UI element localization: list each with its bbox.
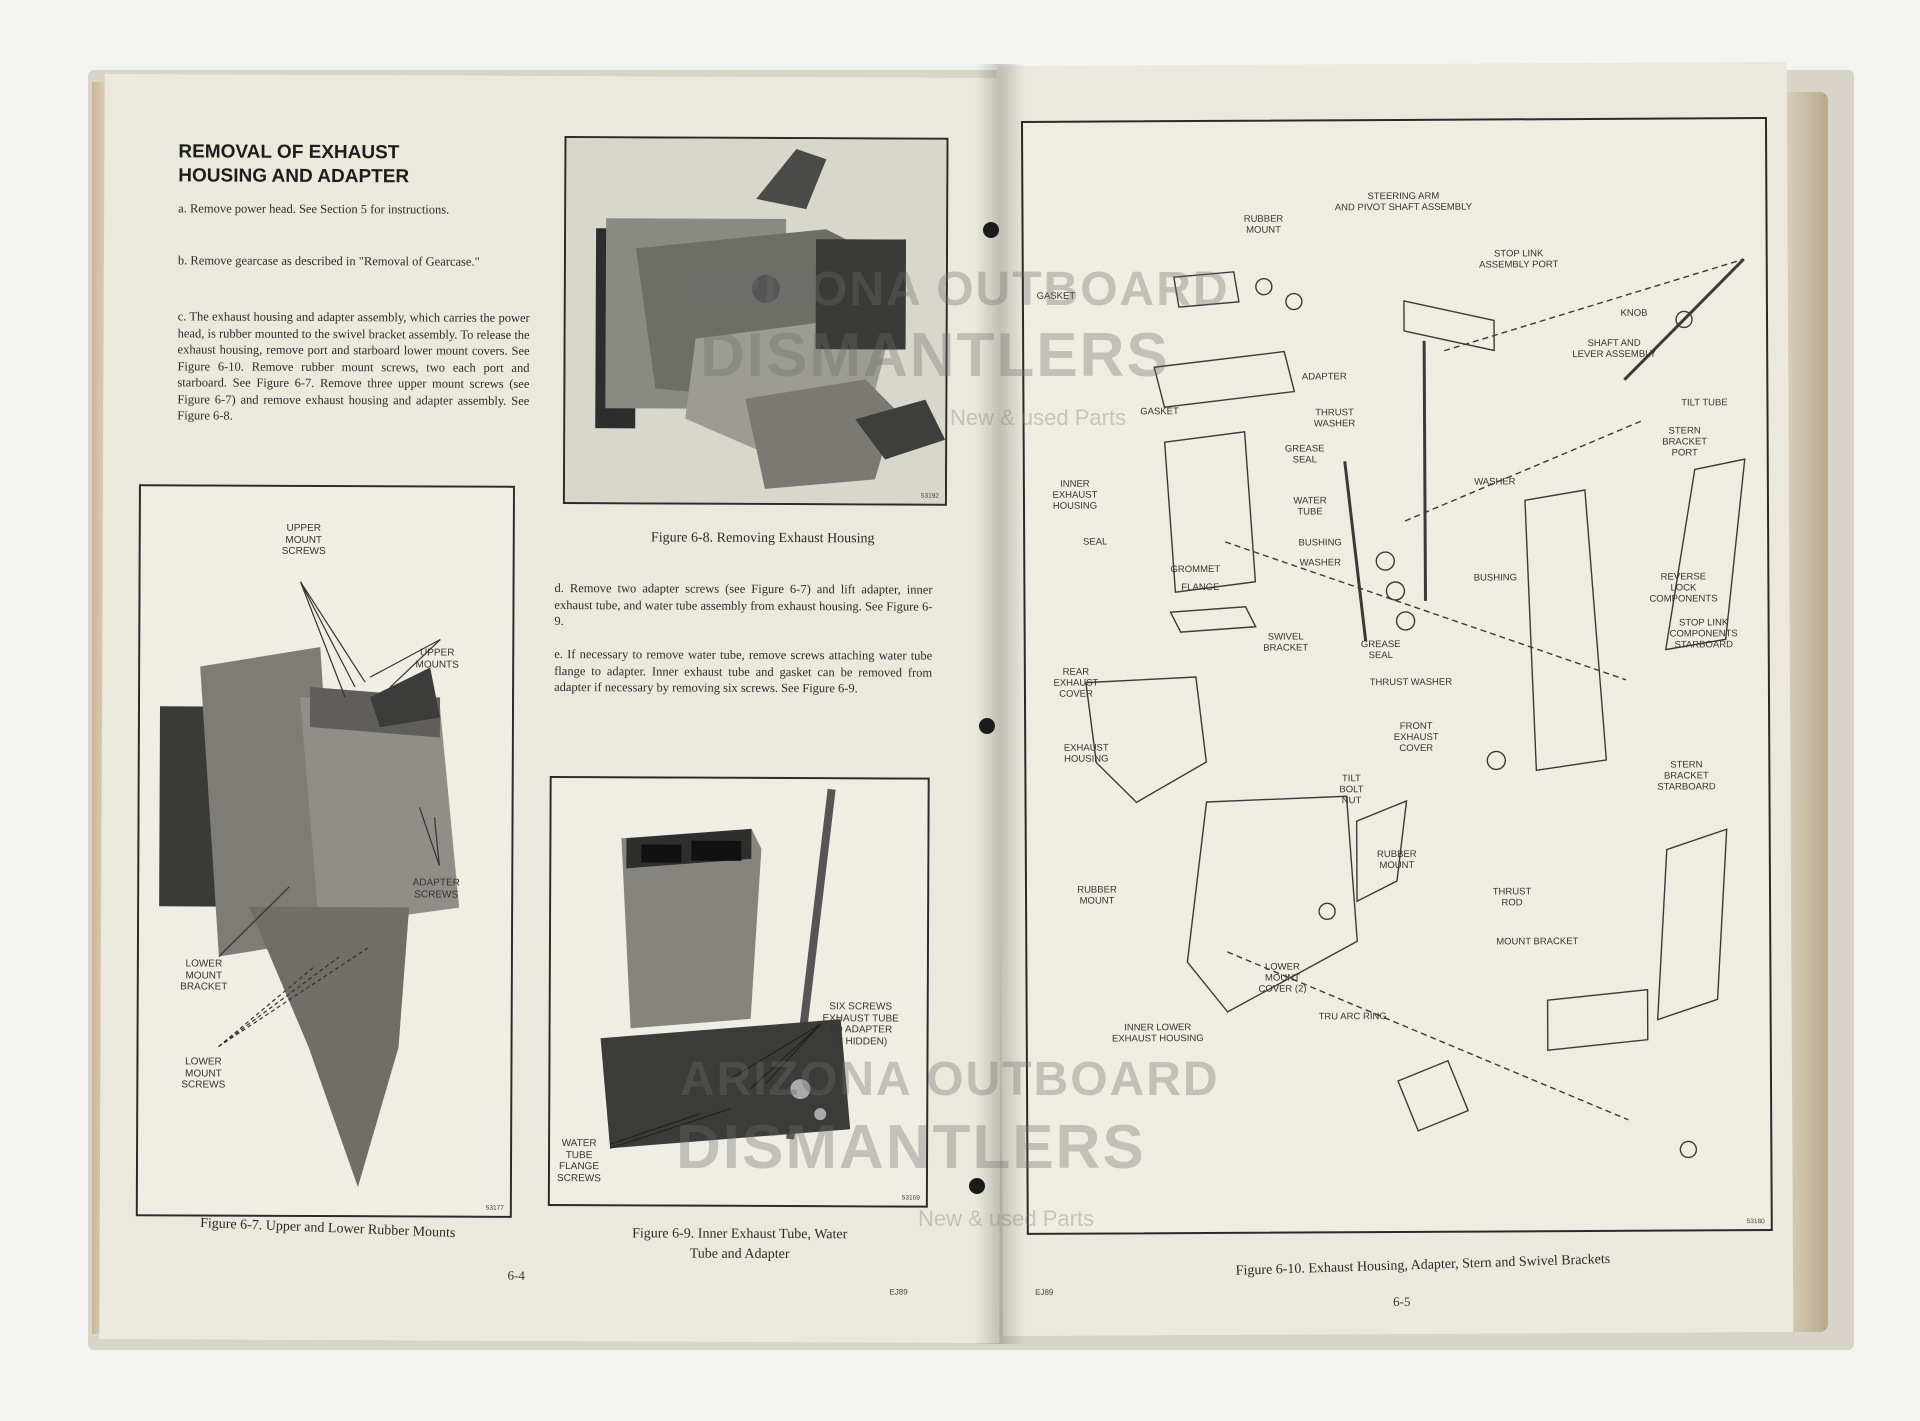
label-rubber-mount-mid: RUBBER MOUNT — [1376, 848, 1417, 872]
label-stop-link-port: STOP LINK ASSEMBLY PORT — [1479, 248, 1559, 271]
figure-6-8-caption: Figure 6-8. Removing Exhaust Housing — [650, 530, 875, 547]
exhaust-housing-removal-photo — [564, 138, 947, 504]
page-number-left: 6-4 — [507, 1267, 525, 1283]
label-inner-lower-exhaust: INNER LOWER EXHAUST HOUSING — [1111, 1022, 1204, 1045]
figure-6-8-photo: 53192 — [562, 136, 949, 506]
label-gasket-mid: GASKET — [1140, 406, 1179, 418]
callout-upper-mounts: UPPER MOUNTS — [415, 647, 459, 671]
label-seal: SEAL — [1082, 536, 1108, 548]
figure-6-10-caption: Figure 6-10. Exhaust Housing, Adapter, S… — [1235, 1251, 1611, 1279]
label-lower-mount-cover: LOWER MOUNT COVER (2) — [1258, 961, 1307, 995]
paragraph-a: a. Remove power head. See Section 5 for … — [178, 201, 450, 217]
watermark-top-line2: DISMANTLERS — [700, 321, 1170, 390]
figure-6-7-photo: UPPER MOUNT SCREWS UPPER MOUNTS ADAPTER … — [135, 484, 515, 1218]
label-water-tube: WATER TUBE — [1293, 495, 1327, 518]
watermark-top-line1: ARIZONA OUTBOARD — [690, 263, 1230, 316]
label-bushing-b: BUSHING — [1473, 572, 1518, 584]
label-knob: KNOB — [1620, 307, 1648, 319]
footer-code-left: EJ89 — [889, 1287, 908, 1297]
paragraph-d: d. Remove two adapter screws (see Figure… — [554, 581, 933, 629]
label-grease-seal: GREASE SEAL — [1284, 443, 1325, 466]
label-rubber-mount-low: RUBBER MOUNT — [1077, 884, 1117, 907]
watermark-top-subtitle: New & used Parts — [950, 405, 1127, 430]
figure-6-7-code: 53177 — [485, 1204, 504, 1212]
book-gutter — [975, 64, 1025, 1344]
label-washer-b: WASHER — [1299, 557, 1341, 569]
label-exhaust-housing: EXHAUST HOUSING — [1063, 742, 1109, 765]
label-swivel-bracket: SWIVEL BRACKET — [1263, 631, 1309, 654]
inner-exhaust-tube-photo — [549, 777, 928, 1206]
label-stop-link-starboard: STOP LINK COMPONENTS STARBOARD — [1669, 617, 1738, 651]
figure-6-10-diagram: STEERING ARM AND PIVOT SHAFT ASSEMBLY RU… — [1020, 117, 1773, 1235]
label-thrust-washer: THRUST WASHER — [1313, 407, 1356, 430]
label-rubber-mount-top: RUBBER MOUNT — [1243, 213, 1284, 236]
figure-6-8-code: 53192 — [920, 492, 939, 500]
label-flange: FLANGE — [1181, 581, 1220, 594]
label-tilt-bolt-nut: TILT BOLT NUT — [1339, 773, 1364, 807]
label-reverse-lock: REVERSE LOCK COMPONENTS — [1649, 571, 1718, 605]
paragraph-e: e. If necessary to remove water tube, re… — [554, 647, 933, 696]
watermark-bottom-line1: ARIZONA OUTBOARD — [680, 1053, 1220, 1106]
label-grease-seal-b: GREASE SEAL — [1360, 638, 1401, 662]
watermark-bottom-line2: DISMANTLERS — [676, 1113, 1146, 1182]
figure-6-9-photo: SIX SCREWS EXHAUST TUBE TO ADAPTER (2 HI… — [547, 775, 930, 1208]
left-page: REMOVAL OF EXHAUST HOUSING AND ADAPTER a… — [99, 74, 1005, 1343]
label-tilt-tube: TILT TUBE — [1681, 397, 1728, 409]
callout-adapter-screws: ADAPTER SCREWS — [412, 877, 460, 901]
section-heading: REMOVAL OF EXHAUST HOUSING AND ADAPTER — [178, 141, 410, 188]
figure-6-9-caption: Figure 6-9. Inner Exhaust Tube, Water Tu… — [632, 1226, 848, 1263]
label-stern-bracket-port: STERN BRACKET PORT — [1662, 425, 1708, 459]
page-number-right: 6-5 — [1393, 1293, 1411, 1310]
label-adapter: ADAPTER — [1301, 371, 1347, 383]
paragraph-c: c. The exhaust housing and adapter assem… — [177, 309, 530, 423]
label-tru-arc-ring: TRU ARC RING — [1318, 1011, 1387, 1023]
right-page: STEERING ARM AND PIVOT SHAFT ASSEMBLY RU… — [996, 61, 1794, 1337]
figure-6-10-code: 53180 — [1746, 1218, 1765, 1226]
figure-6-9-code: 53169 — [901, 1194, 920, 1202]
label-inner-exhaust-housing: INNER EXHAUST HOUSING — [1052, 478, 1098, 512]
binding-hole-1 — [983, 222, 999, 238]
callout-lower-mount-screws: LOWER MOUNT SCREWS — [181, 1056, 226, 1091]
label-bushing-a: BUSHING — [1298, 537, 1342, 549]
label-thrust-washer-b: THRUST WASHER — [1369, 676, 1453, 689]
label-stern-bracket-starboard: STERN BRACKET STARBOARD — [1657, 759, 1716, 793]
callout-upper-mount-screws: UPPER MOUNT SCREWS — [281, 522, 326, 558]
binding-hole-3 — [969, 1178, 985, 1194]
label-thrust-rod: THRUST ROD — [1492, 886, 1532, 909]
label-grommet: GROMMET — [1170, 563, 1221, 576]
exploded-parts-drawing — [1085, 258, 1746, 1159]
binding-hole-2 — [979, 718, 995, 734]
footer-code-right: EJ89 — [1035, 1287, 1054, 1297]
callout-water-tube-flange-screws: WATER TUBE FLANGE SCREWS — [556, 1138, 601, 1184]
callout-lower-mount-bracket: LOWER MOUNT BRACKET — [180, 958, 228, 993]
label-steering-arm: STEERING ARM AND PIVOT SHAFT ASSEMBLY — [1334, 190, 1473, 214]
watermark-bottom-subtitle: New & used Parts — [918, 1206, 1095, 1231]
callout-six-screws: SIX SCREWS EXHAUST TUBE TO ADAPTER (2 HI… — [822, 1001, 899, 1047]
figure-6-7-caption: Figure 6-7. Upper and Lower Rubber Mount… — [199, 1216, 456, 1242]
label-washer-a: WASHER — [1474, 476, 1516, 488]
paragraph-b: b. Remove gearcase as described in "Remo… — [177, 253, 480, 269]
rubber-mounts-photo — [137, 486, 513, 1216]
label-mount-bracket: MOUNT BRACKET — [1496, 936, 1579, 948]
label-rear-exhaust-cover: REAR EXHAUST COVER — [1053, 666, 1099, 700]
label-shaft-lever: SHAFT AND LEVER ASSEMBLY — [1572, 337, 1657, 361]
label-front-exhaust-cover: FRONT EXHAUST COVER — [1393, 720, 1439, 754]
